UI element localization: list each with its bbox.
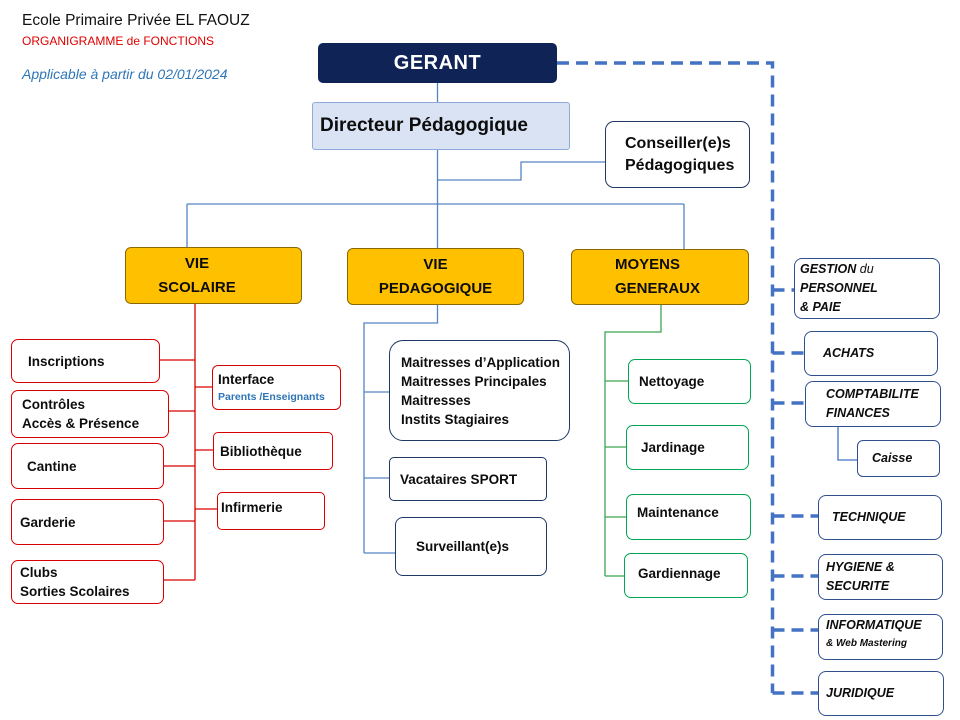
- advisors-label-line-2: Pédagogiques: [625, 156, 735, 174]
- support-spine-line: [557, 61, 775, 693]
- inscriptions-label: Inscriptions: [28, 353, 105, 369]
- safety-label-line-2: SECURITE: [826, 579, 890, 593]
- guarding-box: Gardiennage: [624, 553, 748, 598]
- teachers-line-2: Maitresses Principales: [401, 373, 547, 389]
- cleaning-label: Nettoyage: [639, 374, 705, 389]
- vie-scolaire-title-line-2: SCOLAIRE: [158, 278, 236, 296]
- canteen-box: Cantine: [11, 443, 164, 489]
- hr-line-1-suffix: du: [859, 262, 874, 276]
- manager-label: GERANT: [393, 51, 482, 74]
- cleaning-box: Nettoyage: [628, 359, 751, 404]
- teachers-box: Maitresses d’Application Maitresses Prin…: [389, 340, 570, 441]
- teachers-line-4: Instits Stagiaires: [401, 411, 510, 427]
- moyens-generaux-spine-line: [604, 305, 662, 576]
- supervisors-box: Surveillant(e)s: [395, 517, 547, 576]
- maintenance-label: Maintenance: [637, 504, 719, 520]
- leadership-connectors: [186, 83, 685, 249]
- hr-line-1-main: GESTION: [800, 262, 857, 276]
- interface-label: Interface: [218, 371, 275, 387]
- gardening-box: Jardinage: [626, 425, 749, 470]
- legal-label: JURIDIQUE: [826, 686, 895, 700]
- moyens-generaux-connectors: [604, 305, 662, 577]
- controls-label-line-1: Contrôles: [22, 397, 86, 412]
- guarding-label: Gardiennage: [638, 566, 721, 581]
- manager-box: GERANT: [318, 43, 557, 83]
- it-sublabel: & Web Mastering: [826, 638, 907, 649]
- director-box: Directeur Pédagogique: [312, 102, 570, 150]
- advisors-link-line: [437, 161, 605, 181]
- applicable-date: Applicable à partir du 02/01/2024: [22, 66, 228, 82]
- controls-label-line-2: Accès & Présence: [22, 416, 140, 431]
- hr-line-1: GESTION du: [800, 260, 939, 279]
- supervisors-label: Surveillant(e)s: [416, 539, 510, 554]
- infirmary-label: Infirmerie: [221, 500, 283, 515]
- moyens-generaux-title-line-1: MOYENS: [615, 256, 681, 273]
- legal-box: JURIDIQUE: [818, 671, 944, 716]
- vie-pedagogique-connectors: [363, 305, 439, 554]
- it-box: INFORMATIQUE & Web Mastering: [818, 614, 943, 660]
- vie-scolaire-box: VIE SCOLAIRE: [125, 247, 302, 304]
- safety-box: HYGIENE & SECURITE: [818, 554, 943, 600]
- teachers-line-3: Maitresses: [401, 392, 471, 408]
- hr-line-2: PERSONNEL: [800, 281, 878, 295]
- accounting-label-line-1: COMPTABILITE: [826, 387, 919, 401]
- accounting-label-line-2: FINANCES: [826, 406, 890, 420]
- clubs-box: Clubs Sorties Scolaires: [11, 560, 164, 604]
- daycare-label: Garderie: [20, 514, 76, 530]
- clubs-label-line-2: Sorties Scolaires: [20, 584, 130, 599]
- library-box: Bibliothèque: [213, 432, 333, 470]
- library-label: Bibliothèque: [220, 443, 302, 459]
- vie-scolaire-title-line-1: VIE: [184, 254, 210, 272]
- advisors-label-line-1: Conseiller(e)s: [625, 134, 731, 152]
- cash-label: Caisse: [872, 451, 913, 465]
- cash-branch-line: [837, 427, 857, 461]
- cash-box: Caisse: [857, 440, 940, 477]
- vie-pedagogique-title-line-1: VIE: [423, 255, 448, 273]
- hr-line-3: & PAIE: [800, 300, 841, 314]
- sport-label: Vacataires SPORT: [400, 471, 518, 487]
- interface-box: Interface Parents /Enseignants: [212, 365, 341, 410]
- teachers-line-1: Maitresses d’Application: [401, 354, 561, 370]
- infirmary-box: Infirmerie: [217, 492, 325, 530]
- vie-pedagogique-box: VIE PEDAGOGIQUE: [347, 248, 524, 305]
- gardening-label: Jardinage: [641, 440, 705, 455]
- vie-pedagogique-title-line-2: PEDAGOGIQUE: [378, 279, 493, 297]
- safety-label-line-1: HYGIENE &: [826, 560, 895, 574]
- director-label: Directeur Pédagogique: [320, 115, 528, 136]
- technical-box: TECHNIQUE: [818, 495, 942, 540]
- clubs-label-line-1: Clubs: [20, 565, 58, 580]
- vie-scolaire-connectors: [160, 304, 217, 581]
- school-name: Ecole Primaire Privée EL FAOUZ: [22, 12, 250, 29]
- it-label: INFORMATIQUE: [826, 618, 922, 632]
- inscriptions-box: Inscriptions: [11, 339, 160, 383]
- technical-label: TECHNIQUE: [832, 510, 906, 524]
- purchasing-label: ACHATS: [823, 346, 875, 360]
- sport-box: Vacataires SPORT: [389, 457, 547, 501]
- vie-pedagogique-spine-line: [363, 305, 439, 553]
- advisors-box: Conseiller(e)s Pédagogiques: [605, 121, 750, 188]
- accounting-box: COMPTABILITE FINANCES: [805, 381, 941, 427]
- canteen-label: Cantine: [27, 458, 77, 474]
- chart-title: ORGANIGRAMME de FONCTIONS: [22, 34, 215, 48]
- daycare-box: Garderie: [11, 499, 164, 545]
- moyens-generaux-box: MOYENS GENERAUX: [571, 249, 749, 305]
- controls-box: Contrôles Accès & Présence: [11, 390, 169, 438]
- interface-sublabel: Parents /Enseignants: [218, 390, 325, 403]
- moyens-generaux-title-line-2: GENERAUX: [615, 280, 701, 297]
- purchasing-box: ACHATS: [804, 331, 938, 376]
- maintenance-box: Maintenance: [626, 494, 751, 540]
- support-connectors: [557, 61, 857, 695]
- hr-box: GESTION du PERSONNEL & PAIE: [794, 258, 940, 319]
